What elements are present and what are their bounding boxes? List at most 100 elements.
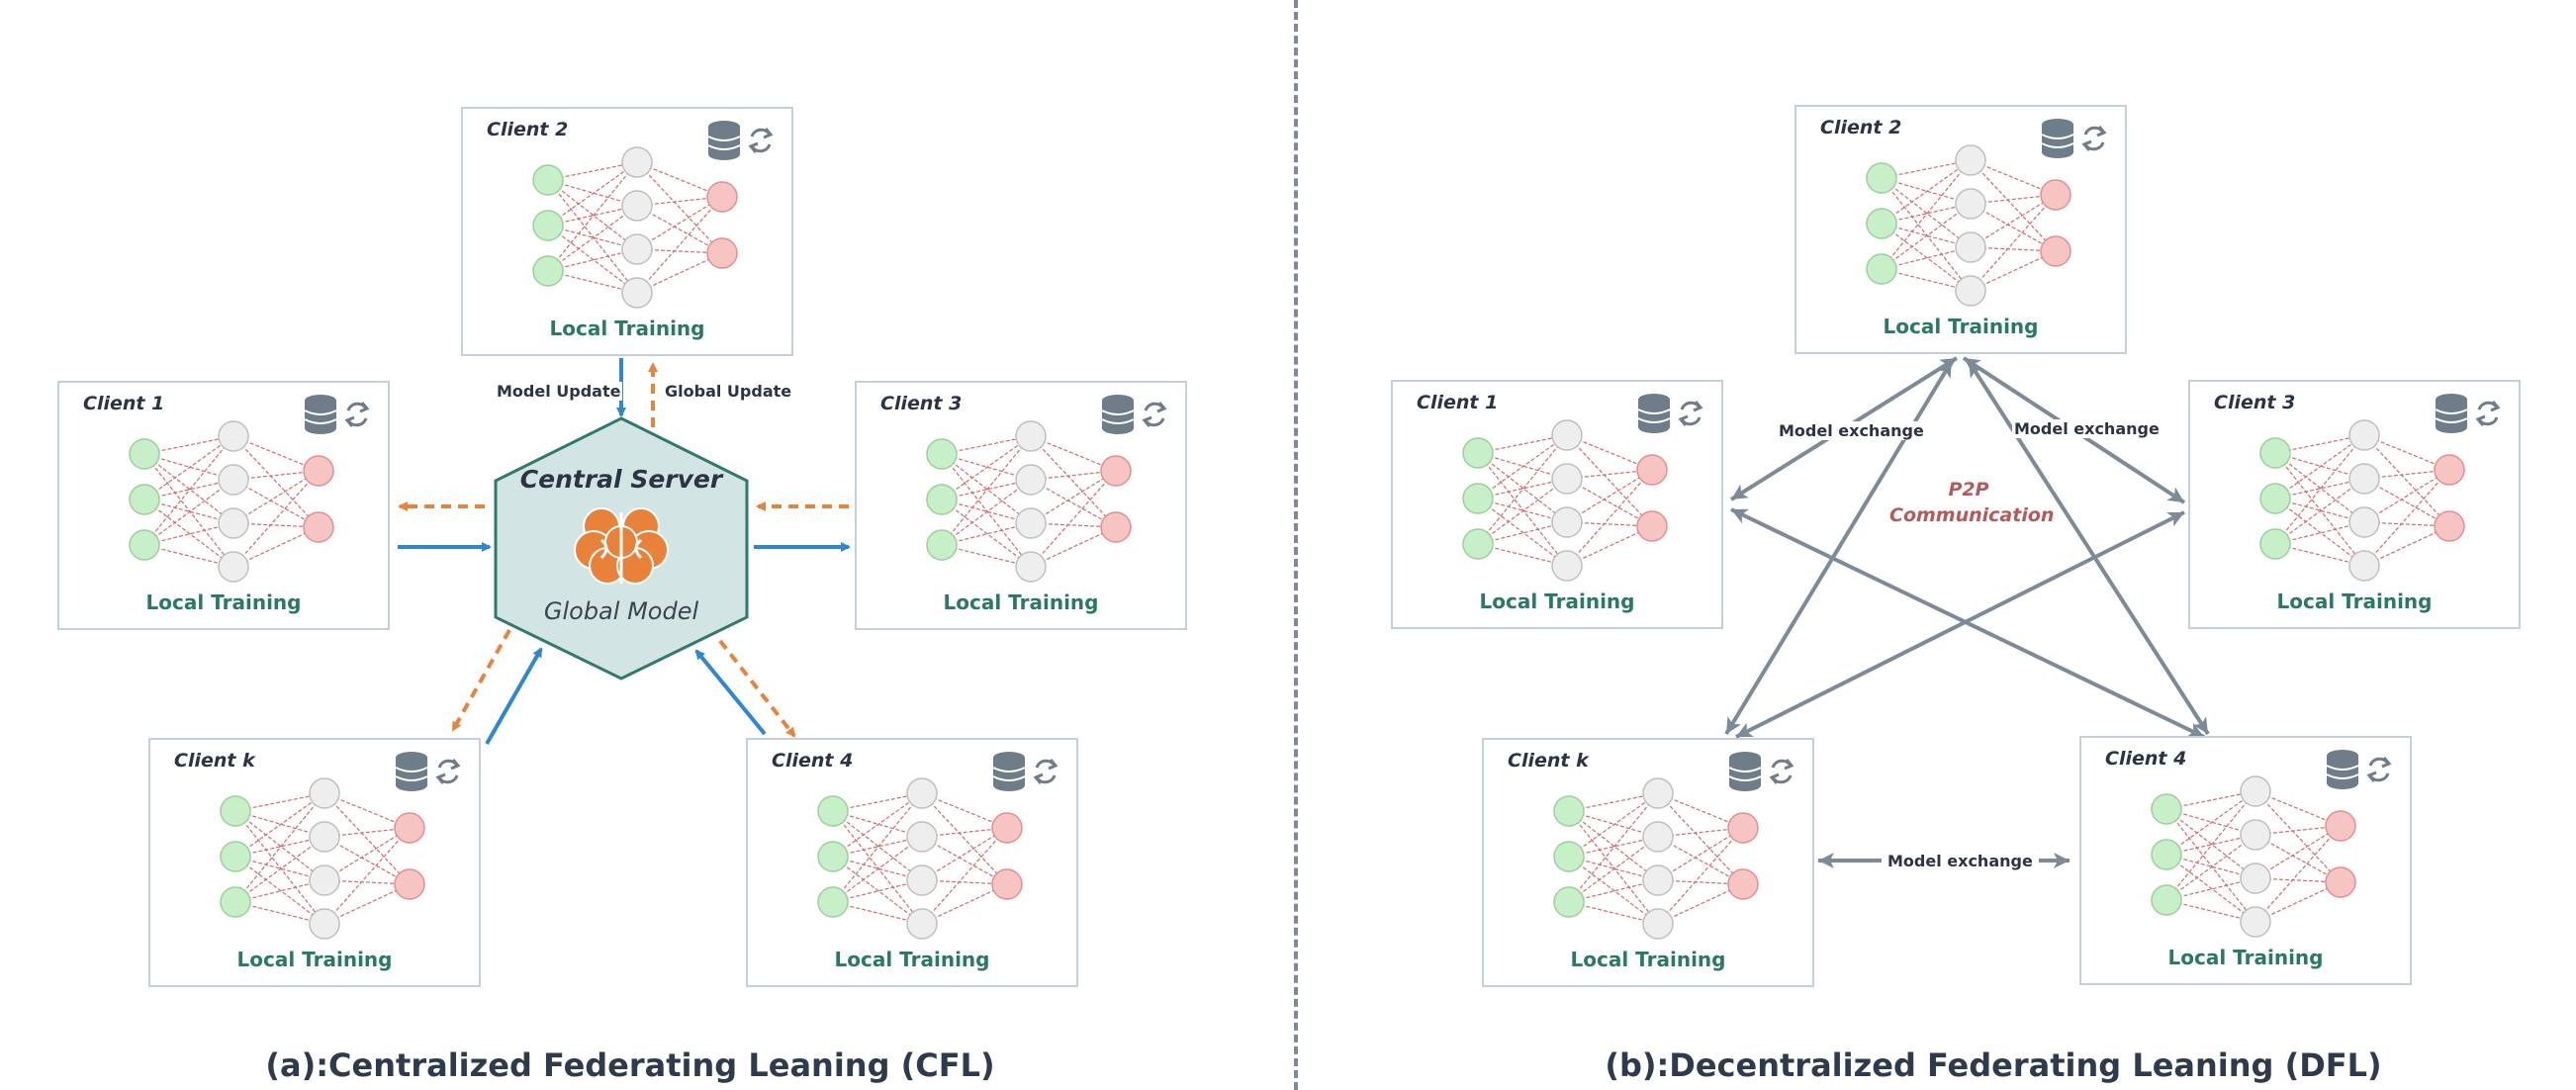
database-icon	[304, 395, 337, 434]
input-node	[817, 795, 849, 827]
output-node	[2325, 866, 2356, 898]
client-name: Client 3	[880, 393, 963, 414]
output-node	[1100, 455, 1132, 487]
input-node	[1462, 528, 1494, 560]
neural-network	[2259, 419, 2465, 582]
server-title: Central Server	[519, 465, 723, 494]
hidden-node	[1955, 231, 1986, 263]
hidden-node	[906, 864, 938, 896]
hidden-node	[1551, 550, 1583, 582]
hidden-node	[621, 233, 653, 265]
input-node	[220, 841, 251, 872]
client-name: Client k	[1508, 750, 1589, 772]
database-icon	[2041, 119, 2074, 158]
output-node	[1100, 511, 1132, 543]
output-node	[1727, 868, 1759, 900]
database-sync-icons	[2326, 750, 2392, 789]
output-node	[394, 812, 425, 844]
output-node	[303, 455, 334, 487]
hidden-node	[309, 908, 340, 940]
model-exchange-label-left: Model exchange	[1777, 421, 1926, 440]
sync-icon	[2366, 757, 2392, 782]
hidden-node	[1955, 275, 1986, 307]
input-node	[1866, 208, 1897, 239]
output-node	[303, 511, 334, 543]
output-node	[991, 812, 1023, 844]
database-sync-icons	[2041, 119, 2107, 158]
database-icon	[707, 121, 741, 160]
local-training-label: Local Training	[1883, 315, 2039, 338]
neural-network	[532, 146, 738, 309]
hidden-node	[1642, 864, 1674, 896]
sync-icon	[1678, 401, 1703, 426]
input-node	[129, 438, 160, 470]
local-training-label: Local Training	[1479, 590, 1635, 613]
input-node	[1462, 437, 1494, 469]
client-name: Client 4	[2105, 748, 2187, 770]
hidden-node	[218, 464, 249, 496]
database-sync-icons	[1728, 752, 1794, 791]
local-training-label: Local Training	[145, 590, 302, 614]
database-sync-icons	[707, 121, 774, 160]
hidden-node	[1015, 420, 1047, 452]
p2p-label-line2: Communication	[1889, 504, 2055, 526]
hidden-node	[309, 777, 340, 809]
input-node	[1866, 253, 1897, 285]
output-node	[2434, 454, 2465, 486]
local-training-label: Local Training	[549, 317, 705, 340]
sync-icon	[2475, 401, 2501, 426]
input-node	[532, 255, 564, 287]
input-node	[532, 164, 564, 196]
hidden-node	[218, 420, 249, 452]
hidden-node	[1015, 464, 1047, 496]
hidden-node	[1551, 506, 1583, 538]
hidden-node	[621, 190, 653, 222]
neural-network	[220, 777, 425, 940]
neural-network	[1866, 144, 2071, 307]
hidden-node	[1642, 777, 1674, 809]
input-node	[1462, 483, 1494, 514]
hidden-node	[218, 551, 249, 583]
client-name: Client k	[174, 750, 255, 772]
input-node	[1553, 841, 1585, 872]
p2p-label: P2P Communication	[1889, 477, 2055, 528]
hidden-node	[906, 777, 938, 809]
output-node	[706, 237, 738, 269]
hidden-node	[621, 277, 653, 309]
output-node	[2040, 235, 2071, 267]
output-node	[2434, 510, 2465, 542]
output-node	[2325, 810, 2356, 842]
output-node	[394, 868, 425, 900]
model-exchange-label-right: Model exchange	[2012, 419, 2162, 438]
output-node	[1636, 454, 1668, 486]
sync-icon	[1142, 402, 1167, 427]
hidden-node	[1955, 188, 1986, 220]
input-node	[1553, 886, 1585, 918]
panel-divider	[1294, 0, 1298, 1090]
database-sync-icons	[992, 752, 1058, 791]
input-node	[1866, 162, 1897, 194]
hidden-node	[1015, 551, 1047, 583]
input-node	[926, 438, 958, 470]
global-update-arrow-client4	[718, 639, 796, 738]
output-node	[991, 868, 1023, 900]
sync-icon	[435, 759, 461, 784]
database-icon	[1728, 752, 1762, 791]
exchange-arrow-c2-ck	[1724, 359, 1954, 736]
global-update-label: Global Update	[663, 382, 794, 401]
local-training-label: Local Training	[2276, 590, 2433, 613]
cfl-caption: (a):Centralized Federating Leaning (CFL)	[265, 1046, 995, 1084]
hidden-node	[2348, 463, 2380, 495]
hidden-node	[621, 146, 653, 178]
neural-network	[2151, 775, 2356, 938]
input-node	[926, 484, 958, 515]
database-sync-icons	[395, 752, 461, 791]
input-node	[532, 210, 564, 241]
dfl-caption: (b):Decentralized Federating Leaning (DF…	[1605, 1046, 2382, 1084]
client-name: Client 2	[1820, 117, 1902, 138]
hidden-node	[309, 821, 340, 853]
hidden-node	[1642, 821, 1674, 853]
